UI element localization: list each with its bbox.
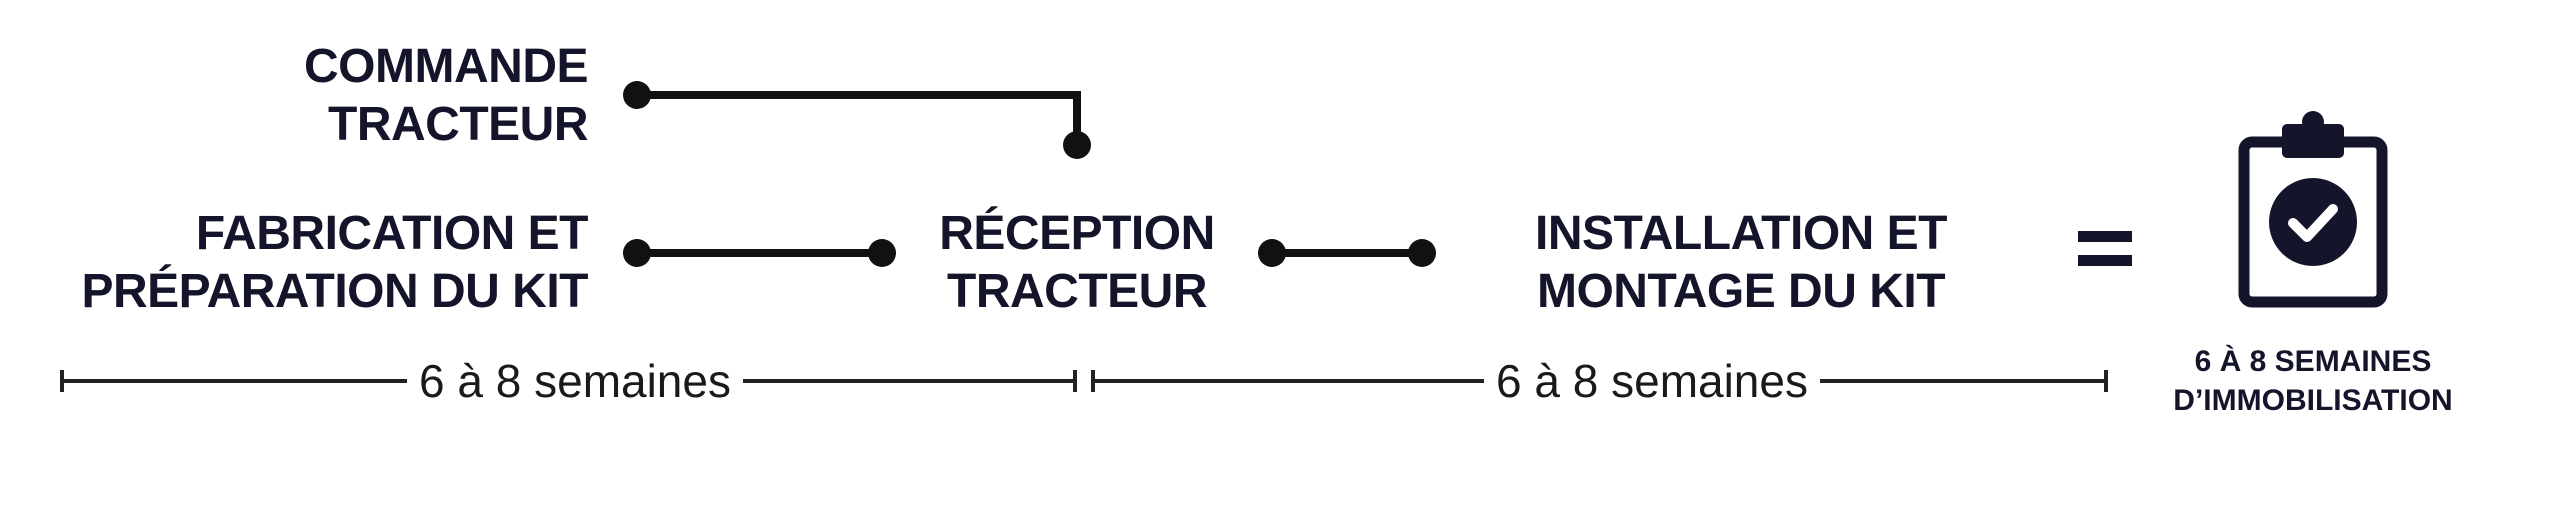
result-line1: 6 À 8 SEMAINES [2194, 345, 2432, 378]
step-reception-line1: RÉCEPTION [939, 207, 1215, 260]
step-reception-label: RÉCEPTION TRACTEUR [922, 205, 1232, 321]
duration-label-1: 6 à 8 semaines [407, 353, 743, 409]
reception-dot-start [1258, 239, 1286, 267]
order-dot-start [623, 81, 651, 109]
step-order-label: COMMANDE TRACTEUR [304, 38, 588, 154]
step-installation-line1: INSTALLATION ET [1534, 207, 1948, 260]
step-fabrication-line2: PRÉPARATION DU KIT [81, 265, 588, 318]
order-connector [637, 91, 1081, 145]
step-order-line1: COMMANDE [304, 40, 588, 93]
duration-label-2: 6 à 8 semaines [1484, 353, 1820, 409]
fabrication-dot-start [623, 239, 651, 267]
reception-dot-end [1408, 239, 1436, 267]
result-label: 6 À 8 SEMAINES D’IMMOBILISATION [2173, 342, 2452, 420]
equals-icon [2078, 231, 2132, 279]
step-order-line2: TRACTEUR [328, 98, 588, 151]
result-line2: D’IMMOBILISATION [2173, 384, 2453, 417]
step-fabrication-label: FABRICATION ET PRÉPARATION DU KIT [81, 205, 588, 321]
fabrication-dot-end [868, 239, 896, 267]
step-reception-line2: TRACTEUR [947, 265, 1207, 318]
step-installation-label: INSTALLATION ET MONTAGE DU KIT [1496, 205, 1986, 321]
clipboard-check-icon [2238, 111, 2388, 308]
order-dot-end [1063, 131, 1091, 159]
step-fabrication-line1: FABRICATION ET [195, 207, 589, 260]
step-installation-line2: MONTAGE DU KIT [1536, 265, 1946, 318]
